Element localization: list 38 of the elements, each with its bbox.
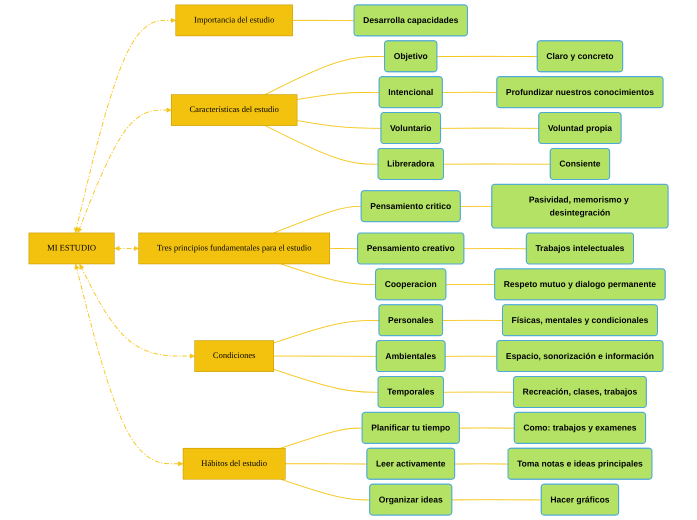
connector (442, 92, 498, 93)
connector (329, 248, 358, 250)
connector (446, 284, 496, 286)
arrow (77, 107, 172, 233)
node-box: Importancia del estudio (175, 4, 293, 36)
arrow (74, 264, 184, 466)
connector (296, 92, 380, 100)
node-box: Hábitos del estudio (182, 448, 286, 480)
connector (273, 368, 379, 393)
connector (264, 125, 379, 165)
connector (454, 463, 509, 464)
connector (460, 206, 492, 207)
connector (280, 264, 376, 286)
node-box: Tres principios fundamentales para el estudio (138, 232, 330, 264)
connector (442, 320, 504, 321)
node-box: MI ESTUDIO (28, 232, 115, 264)
arrow (74, 18, 176, 233)
arrow (79, 264, 195, 359)
connector (459, 428, 516, 429)
connector (292, 20, 355, 22)
arrow (114, 246, 139, 252)
connector (273, 206, 362, 234)
node-box: Características del estudio (170, 94, 298, 126)
connector (436, 56, 538, 58)
connector (264, 56, 386, 96)
connector (273, 320, 380, 344)
connector (280, 428, 363, 449)
connector (440, 128, 540, 129)
connector (464, 248, 528, 250)
connector (284, 463, 368, 464)
connector (445, 356, 498, 357)
connector (273, 356, 378, 357)
connector (296, 120, 382, 129)
connector (452, 499, 542, 500)
connector (443, 392, 514, 393)
connector (280, 478, 370, 500)
node-box: Condiciones (194, 340, 274, 372)
connector (443, 164, 551, 165)
